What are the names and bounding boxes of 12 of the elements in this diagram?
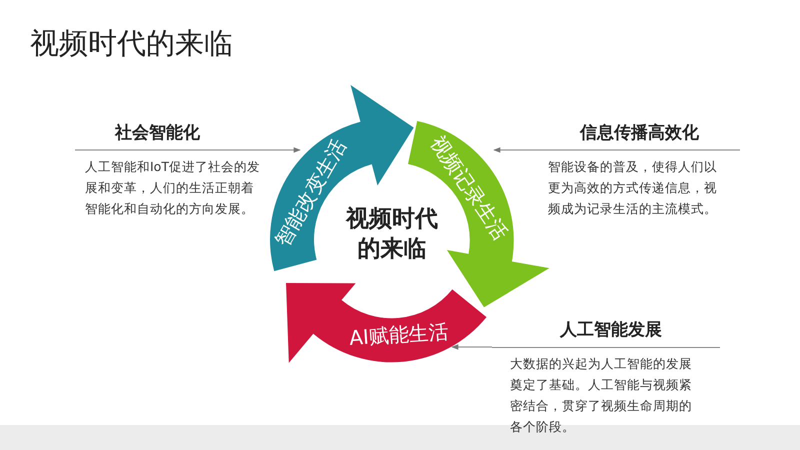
center-title: 视频时代的来临 — [344, 205, 439, 264]
heading: 人工智能发展 — [560, 319, 662, 341]
leader-line — [74, 147, 301, 153]
arrow-label: AI赋能生活 — [348, 318, 450, 352]
heading: 社会智能化 — [115, 122, 200, 144]
description: 人工智能和IoT促进了社会的发展和变革，人们的生活正朝着智能化和自动化的方向发展。 — [85, 158, 261, 218]
slide-title: 视频时代的来临 — [30, 25, 233, 62]
leader-line — [451, 344, 492, 350]
description: 智能设备的普及，使得人们以更为高效的方式传递信息，视频成为记录生活的主流模式。 — [548, 158, 718, 218]
leader-line — [493, 147, 740, 153]
description: 大数据的兴起为人工智能的发展奠定了基础。人工智能与视频紧密结合，贯穿了视频生命周期的各个阶段。 — [510, 355, 693, 436]
heading: 信息传播高效化 — [580, 122, 699, 144]
